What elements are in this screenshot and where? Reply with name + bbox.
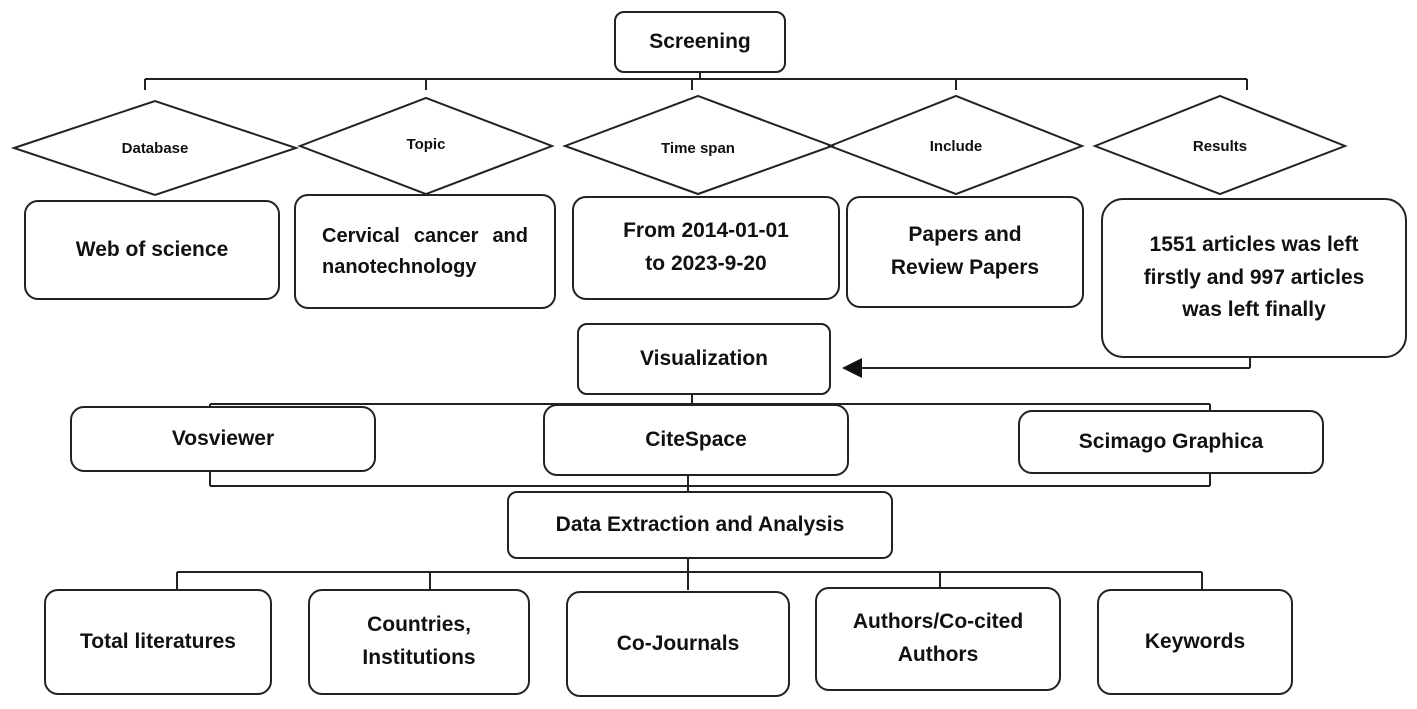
analysis-item-total-literatures: Total literatures	[44, 589, 272, 695]
diamond-label-database: Database	[121, 140, 189, 157]
analysis-item-label: Co-Journals	[616, 631, 740, 655]
analysis-item-countries-institutions: Countries, Institutions	[308, 589, 530, 695]
criteria-value-time-span: From 2014-01-01 to 2023-9-20	[623, 219, 789, 275]
diamond-results	[1092, 94, 1348, 196]
criteria-box-time-span: From 2014-01-01 to 2023-9-20	[572, 196, 840, 300]
screening-label: Screening	[649, 29, 751, 53]
tool-label-scimago-graphica: Scimago Graphica	[1078, 429, 1264, 453]
diamond-label-time-span: Time span	[661, 140, 735, 157]
analysis-item-label: Keywords	[1144, 629, 1246, 653]
criteria-value-topic: Cervical cancer and nanotechnology	[322, 224, 528, 278]
analysis-item-authors: Authors/Co-cited Authors	[815, 587, 1061, 691]
diamond-label-include: Include	[929, 138, 983, 155]
diamond-label-results: Results	[1192, 138, 1248, 155]
criteria-value-include: Papers and Review Papers	[890, 223, 1040, 279]
diamond-label-topic: Topic	[406, 136, 446, 153]
diamond-topic	[297, 96, 555, 196]
analysis-item-label: Authors/Co-cited Authors	[852, 610, 1024, 666]
visualization-box: Visualization	[577, 323, 831, 395]
diamond-include	[827, 94, 1085, 196]
analysis-item-keywords: Keywords	[1097, 589, 1293, 695]
analysis-item-co-journals: Co-Journals	[566, 591, 790, 697]
screening-box: Screening	[614, 11, 786, 73]
analysis-item-label: Total literatures	[80, 629, 236, 653]
criteria-box-include: Papers and Review Papers	[846, 196, 1084, 308]
analysis-label: Data Extraction and Analysis	[555, 512, 845, 536]
criteria-box-database: Web of science	[24, 200, 280, 300]
criteria-box-results: 1551 articles was left firstly and 997 a…	[1101, 198, 1407, 358]
analysis-item-label: Countries, Institutions	[362, 613, 476, 669]
tool-label-vosviewer: Vosviewer	[171, 426, 275, 450]
tool-box-scimago-graphica: Scimago Graphica	[1018, 410, 1324, 474]
criteria-value-results: 1551 articles was left firstly and 997 a…	[1143, 233, 1365, 322]
tool-label-citespace: CiteSpace	[645, 427, 747, 451]
tool-box-citespace: CiteSpace	[543, 404, 849, 476]
visualization-label: Visualization	[640, 346, 768, 370]
analysis-box: Data Extraction and Analysis	[507, 491, 893, 559]
criteria-box-topic: Cervical cancer and nanotechnology	[294, 194, 556, 309]
tool-box-vosviewer: Vosviewer	[70, 406, 376, 472]
criteria-value-database: Web of science	[75, 237, 229, 261]
diamond-database	[10, 99, 300, 197]
